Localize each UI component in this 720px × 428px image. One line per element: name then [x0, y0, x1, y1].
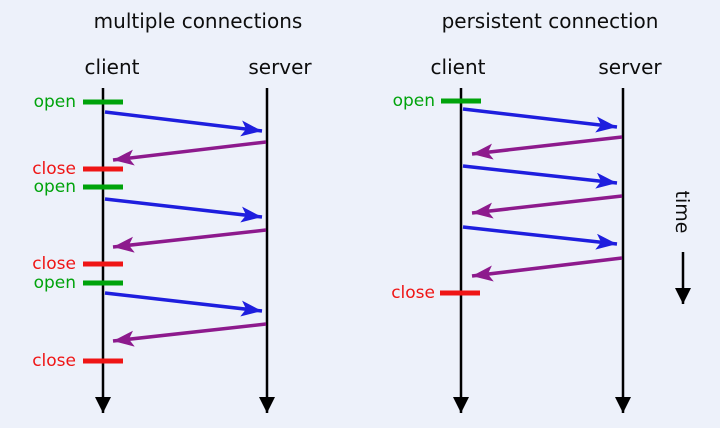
left-close-label-2: close: [32, 254, 76, 274]
right-diagram-lines: [440, 88, 631, 413]
left-close-label-3: close: [32, 351, 76, 371]
left-server-label: server: [248, 55, 312, 79]
left-client-label: client: [84, 55, 140, 79]
right-diagram-title: persistent connection: [441, 9, 659, 33]
left-request-arrow-1: [104, 110, 263, 137]
right-response-arrow-2: [471, 194, 623, 219]
left-response-arrow-1: [112, 140, 267, 166]
left-open-label-1: open: [33, 92, 76, 112]
right-response-arrow-1: [471, 135, 623, 160]
right-request-arrow-1: [462, 107, 618, 133]
left-diagram-lines: [83, 88, 275, 413]
right-request-arrow-2: [462, 164, 618, 189]
left-request-arrow-2: [104, 197, 263, 223]
left-response-arrow-2: [112, 228, 267, 253]
right-client-label: client: [430, 55, 486, 79]
right-server-label: server: [598, 55, 662, 79]
right-open-label: open: [392, 91, 435, 111]
left-open-label-3: open: [33, 273, 76, 293]
left-response-arrow-3: [112, 322, 267, 347]
right-close-label: close: [391, 283, 435, 303]
left-diagram-title: multiple connections: [93, 9, 303, 33]
left-open-label-2: open: [33, 177, 76, 197]
right-request-arrow-3: [462, 225, 618, 250]
time-axis-label: time: [671, 190, 693, 234]
left-close-label-1: close: [32, 159, 76, 179]
left-request-arrow-3: [104, 291, 263, 317]
right-response-arrow-3: [471, 256, 623, 282]
